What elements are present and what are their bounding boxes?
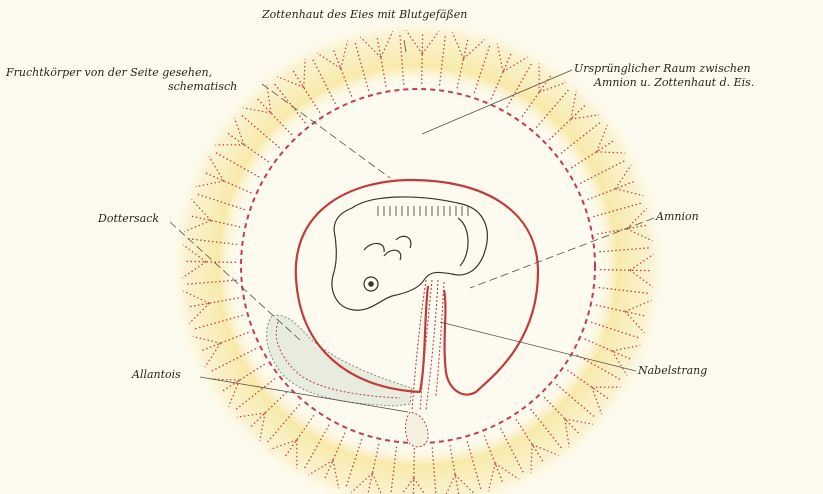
label-embryo-line1: Fruchtkörper von der Seite gesehen, [6,66,212,79]
label-yolk-sac: Dottersack [98,212,159,225]
label-embryo-line2: schematisch [168,80,237,93]
label-amnion: Amnion [656,210,699,223]
label-space-line1: Ursprünglicher Raum zwischen [574,62,751,75]
label-umbilical-cord: Nabelstrang [638,364,707,377]
label-allantois: Allantois [132,368,181,381]
label-chorion: Zottenhaut des Eies mit Blutgefäßen [262,8,467,21]
label-space-line2: Amnion u. Zottenhaut d. Eis. [594,76,754,89]
